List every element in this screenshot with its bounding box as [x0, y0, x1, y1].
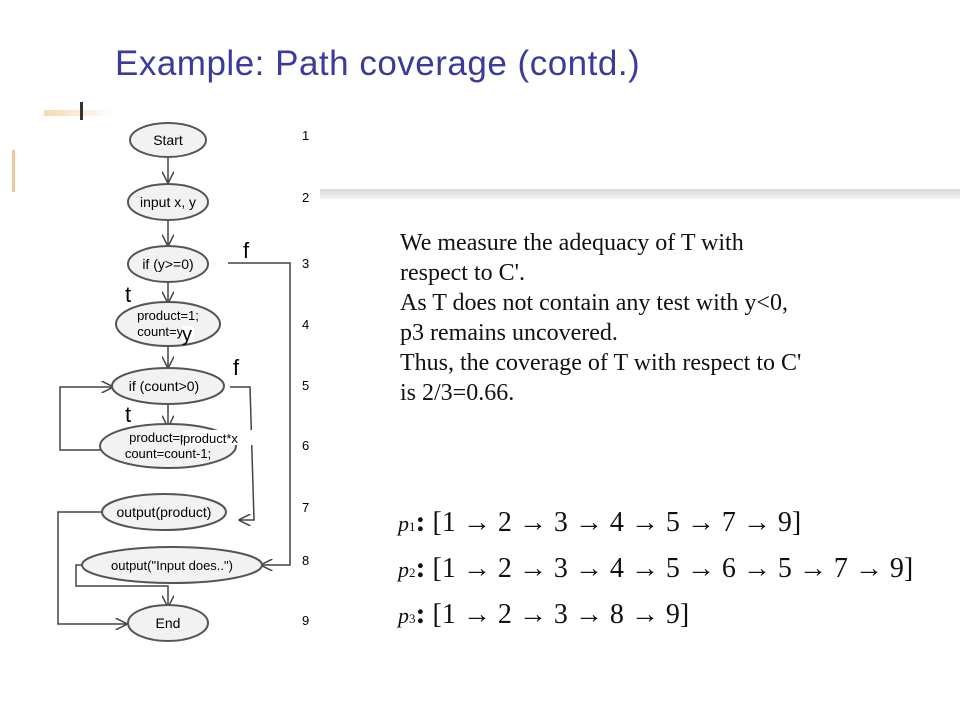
- edge-3-8: [228, 262, 291, 565]
- edge-label-false: f: [243, 238, 250, 263]
- title-divider: [320, 189, 960, 199]
- node-init-product: product=1; count=y;: [115, 301, 221, 347]
- line-number: 3: [302, 256, 309, 271]
- node-if-count: if (count>0): [111, 367, 225, 405]
- node-output-invalid: output("Input does.."): [81, 546, 263, 584]
- line-number: 8: [302, 553, 309, 568]
- decorative-bar: [12, 150, 15, 192]
- text-line: As T does not contain any test with y<0,: [400, 290, 788, 316]
- svg-text:output("Input does.."): output("Input does.."): [111, 558, 233, 573]
- node-output-product: output(product): [101, 493, 227, 531]
- node-if-y: if (y>=0): [127, 245, 209, 283]
- slide-title: Example: Path coverage (contd.): [115, 44, 641, 83]
- line-number: 7: [302, 500, 309, 515]
- svg-text:if (y>=0): if (y>=0): [142, 256, 193, 272]
- decorative-bar: [44, 110, 114, 116]
- edge-label-true: t: [125, 402, 131, 427]
- node-start: Start: [129, 122, 207, 158]
- edge-8-9: [75, 564, 168, 606]
- text-line: Thus, the coverage of T with respect to …: [400, 350, 802, 376]
- text-line: p3 remains uncovered.: [400, 320, 618, 346]
- svg-text:output(product): output(product): [117, 504, 212, 520]
- svg-text:count=count-1;: count=count-1;: [125, 446, 211, 461]
- control-flow-graph: Start input x, y if (y>=0) product=1; co…: [57, 122, 309, 642]
- line-number: 4: [302, 317, 309, 332]
- edge-label-true: t: [125, 282, 131, 307]
- edge-5-7: [230, 386, 255, 520]
- svg-text:Start: Start: [153, 132, 183, 148]
- line-number: 2: [302, 190, 309, 205]
- node-input: input x, y: [127, 183, 209, 221]
- path-p1: p1: [1 → 2 → 3 → 4 → 5 → 7 → 9]: [398, 505, 802, 538]
- line-number: 6: [302, 438, 309, 453]
- text-line: respect to C'.: [400, 260, 525, 286]
- path-p3: p3: [1 → 2 → 3 → 8 → 9]: [398, 597, 690, 630]
- svg-text:End: End: [156, 615, 181, 631]
- decorative-bar: [80, 102, 83, 120]
- node-end: End: [127, 604, 209, 642]
- text-line: We measure the adequacy of T with: [400, 230, 744, 256]
- line-number: 9: [302, 613, 309, 628]
- edge-label-false: f: [233, 355, 240, 380]
- svg-text:product=1;: product=1;: [137, 308, 199, 323]
- path-p2: p2: [1 → 2 → 3 → 4 → 5 → 6 → 5 → 7 → 9]: [398, 551, 914, 584]
- text-line: is 2/3=0.66.: [400, 380, 515, 406]
- annotation-product: product*x: [183, 431, 238, 446]
- path-sequence: [1 → 2 → 3 → 4 → 5 → 7 → 9]: [432, 507, 802, 538]
- svg-text:if (count>0): if (count>0): [129, 378, 199, 394]
- path-sequence: [1 → 2 → 3 → 8 → 9]: [432, 599, 690, 630]
- path-sequence: [1 → 2 → 3 → 4 → 5 → 6 → 5 → 7 → 9]: [432, 553, 914, 584]
- line-number: 1: [302, 128, 309, 143]
- explanation-text: We measure the adequacy of T with respec…: [400, 228, 940, 408]
- svg-text:count=y;: count=y;: [137, 324, 187, 339]
- svg-text:product=p;: product=p;: [129, 430, 191, 445]
- svg-text:input x, y: input x, y: [140, 194, 196, 210]
- line-number: 5: [302, 378, 309, 393]
- annotation-y: y: [182, 324, 192, 346]
- edge-6-5: [59, 387, 112, 451]
- edge-7-9: [57, 511, 126, 624]
